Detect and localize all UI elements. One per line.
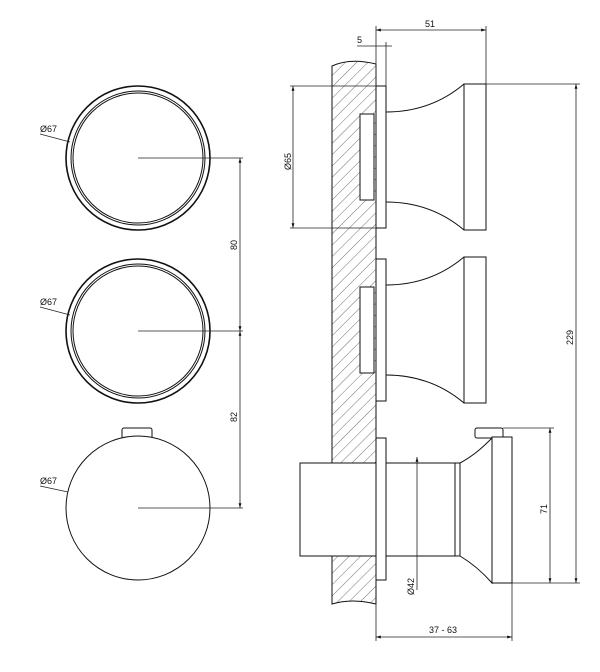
side-view: 51 5 Ø65 229 71 Ø42 37 - 63: [283, 19, 580, 641]
side-knob-2: [359, 256, 487, 404]
side-handle-3: [299, 427, 513, 585]
dim-5: 5: [357, 35, 362, 45]
front-knob-2: [65, 258, 243, 404]
front-handle-3: [65, 427, 243, 581]
side-knob-1: [359, 83, 487, 231]
dim-37-63: 37 - 63: [429, 625, 457, 635]
dim-80: 80: [229, 240, 239, 250]
front-knob-1: [65, 85, 243, 231]
dim-diameter-67-1: Ø67: [40, 124, 57, 134]
dim-51: 51: [425, 19, 435, 29]
dim-diameter-67-2: Ø67: [40, 297, 57, 307]
front-view: 80 82 Ø67 Ø67 Ø67: [39, 85, 243, 581]
dim-82: 82: [229, 412, 239, 422]
dim-diameter-65: Ø65: [283, 153, 293, 170]
dim-71: 71: [539, 504, 549, 514]
dim-diameter-42: Ø42: [406, 578, 416, 595]
dim-diameter-67-3: Ø67: [40, 476, 57, 486]
dim-229: 229: [565, 330, 575, 345]
